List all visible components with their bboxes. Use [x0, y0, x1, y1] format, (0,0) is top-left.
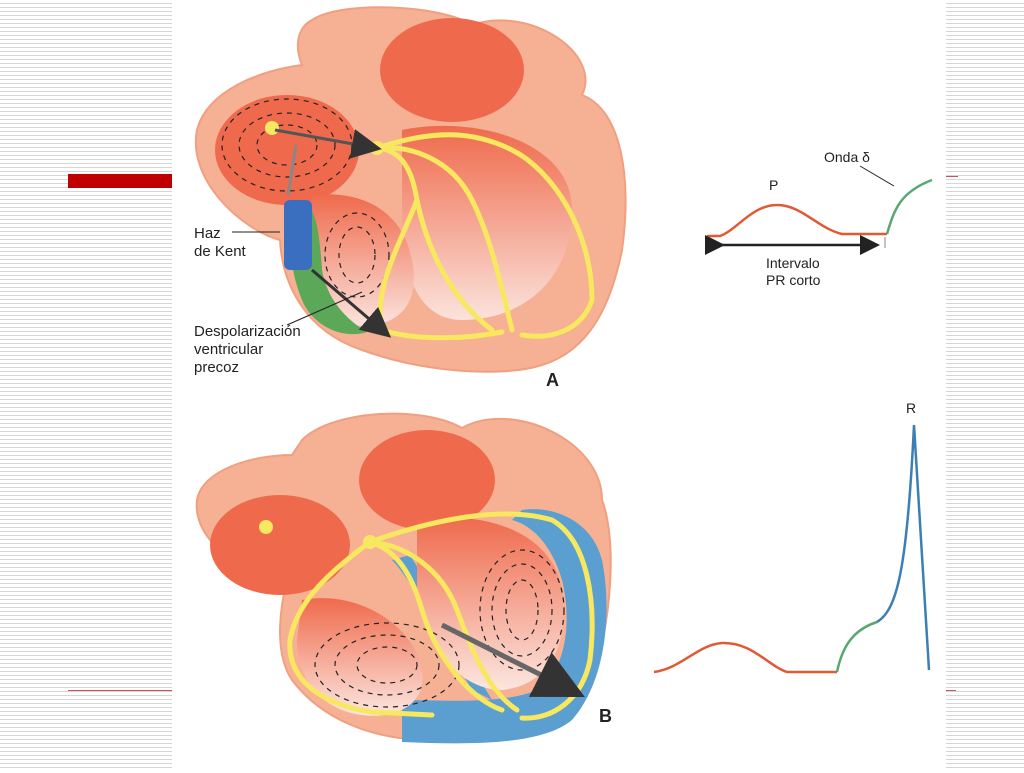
heart-a-aorta: [380, 18, 524, 122]
heart-a-av-node: [370, 141, 384, 155]
kent-bundle: [284, 200, 312, 270]
wpw-diagram: Haz de Kent Despolarización ventricular …: [194, 6, 933, 744]
ecg-a-interval-line2: PR corto: [766, 272, 821, 288]
heart-b-conduction-system: [287, 511, 595, 721]
heart-b-atrium: [210, 495, 350, 595]
slide-accent-line-left: [68, 690, 172, 691]
heart-a: [194, 6, 627, 373]
heart-b-right-ventricle: [297, 598, 423, 716]
depol-label-line1: Despolarización: [194, 323, 301, 340]
heart-b-aorta: [359, 430, 495, 530]
ecg-a-p-wave: [707, 203, 887, 238]
kent-label-line1: Haz: [194, 225, 221, 242]
heart-a-sa-node: [265, 121, 279, 135]
heart-a-right-ventricle: [301, 194, 414, 326]
ecg-b: [653, 424, 931, 674]
ecg-a-delta-leader: [859, 165, 895, 187]
panel-b-letter: B: [599, 706, 612, 726]
figure-panel: Haz de Kent Despolarización ventricular …: [172, 0, 946, 768]
heart-a-ventricular-wavefront: [324, 212, 390, 298]
ecg-b-r-label: R: [906, 400, 916, 416]
depol-label-line3: precoz: [194, 359, 239, 376]
ecg-b-p-wave: [653, 641, 837, 674]
heart-b-wavefronts: [314, 549, 565, 708]
heart-b-vector-arrow: [440, 622, 585, 698]
heart-a-ventricular-arrow: [311, 268, 392, 338]
slide-accent-line-top-right: [946, 176, 958, 177]
heart-b-left-ventricle: [417, 517, 564, 690]
depol-label-leader: [286, 291, 363, 326]
ecg-b-delta-wave: [835, 620, 878, 673]
left-striped-background: [0, 0, 172, 768]
heart-a-kent-arrow: [286, 144, 298, 196]
ecg-a: [705, 165, 933, 255]
right-striped-background: [946, 0, 1024, 768]
heart-b-av-node: [363, 535, 377, 549]
ecg-a-delta-wave: [885, 178, 933, 235]
heart-b: [195, 412, 612, 744]
slide-accent-line-right: [946, 690, 956, 691]
heart-a-atrial-arrow: [274, 128, 382, 159]
panel-a-letter: A: [546, 370, 559, 390]
heart-a-atrium: [215, 95, 359, 205]
ecg-a-delta-label: Onda δ: [824, 149, 870, 165]
kent-label-line2: de Kent: [194, 243, 247, 260]
ecg-a-interval-line1: Intervalo: [766, 255, 820, 271]
ecg-b-qrs-complex: [876, 424, 931, 671]
slide-accent-bar: [68, 174, 172, 188]
ecg-a-p-label: P: [769, 177, 778, 193]
heart-b-sa-node: [259, 520, 273, 534]
depol-label-line2: ventricular: [194, 341, 263, 358]
